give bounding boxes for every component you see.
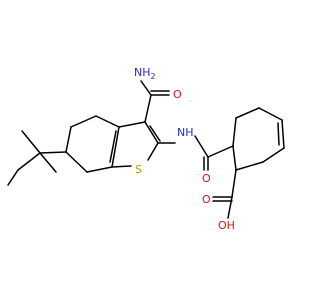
bond bbox=[17, 152, 41, 171]
bond bbox=[232, 117, 237, 147]
sulfur-label: S bbox=[135, 163, 142, 176]
bond bbox=[140, 80, 152, 96]
bond bbox=[227, 196, 233, 219]
bond bbox=[21, 130, 41, 154]
amide-oxygen-label: O bbox=[173, 88, 182, 101]
bond bbox=[65, 151, 88, 173]
bond bbox=[39, 152, 57, 173]
bond bbox=[281, 119, 285, 149]
bond bbox=[235, 107, 260, 119]
bond bbox=[111, 126, 120, 168]
bond bbox=[70, 115, 97, 128]
molecule-canvas: NH2 O NH S O O OH bbox=[7, 66, 285, 232]
bond bbox=[39, 151, 67, 154]
bond bbox=[109, 130, 117, 163]
bond bbox=[277, 122, 280, 146]
bond bbox=[231, 169, 237, 198]
bond bbox=[262, 147, 285, 163]
bond bbox=[147, 142, 159, 161]
bond bbox=[232, 145, 237, 171]
bond bbox=[95, 115, 120, 128]
carbonyl-oxygen-label: O bbox=[202, 172, 211, 185]
amine-nh2-label: NH2 bbox=[134, 66, 156, 81]
bond bbox=[118, 121, 146, 128]
hydroxyl-label: OH bbox=[218, 219, 235, 232]
amide-nh-label: NH bbox=[177, 126, 194, 139]
bond bbox=[144, 94, 152, 123]
bond bbox=[258, 107, 283, 121]
bond bbox=[7, 169, 19, 186]
bond bbox=[149, 125, 161, 142]
bond bbox=[235, 161, 264, 171]
bond bbox=[86, 166, 113, 173]
bond bbox=[194, 135, 209, 158]
structure-diagram: NH2 O NH S O O OH bbox=[7, 66, 285, 232]
bond bbox=[144, 121, 159, 144]
acid-oxygen-label: O bbox=[202, 193, 211, 206]
bond bbox=[111, 165, 132, 168]
bond bbox=[65, 126, 72, 153]
bond bbox=[207, 145, 234, 158]
